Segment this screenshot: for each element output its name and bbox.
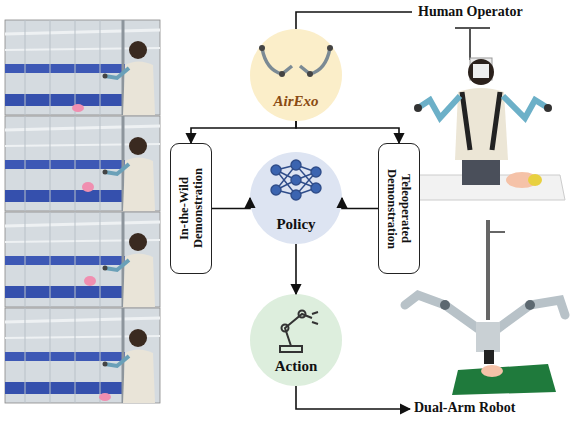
operator-photo-part [462,160,500,185]
flow-arrow [191,121,296,143]
source-box: In-the-Wild Demonstration [170,143,212,274]
side-label: Human Operator [418,4,523,20]
operator-photo-part [414,104,422,112]
exoskeleton-icon-part [279,71,285,77]
wild-photos-part [5,20,160,115]
operator-photo-part [503,96,548,118]
exoskeleton-icon-part [262,48,292,74]
leader-lines-part [296,386,410,409]
robot-photo-part [440,300,450,310]
operator-photo-part [544,104,552,112]
exoskeleton-icon-part [307,71,313,77]
robot-photo-part [476,322,500,352]
stage-label: AirExo [273,93,318,110]
exoskeleton-icon-part [259,45,265,51]
robot-arm-icon-part [312,312,318,324]
robot-arm-icon [280,311,318,353]
robot-photo-part [488,231,505,233]
network-icon-part [311,183,321,193]
stage-label: Action [275,358,318,375]
robot-arm-icon-part [299,311,306,318]
wild-photos-part [82,182,94,192]
network-icon-part [311,167,321,177]
operator-photo-part [418,96,460,118]
robot-photo [405,220,565,395]
wild-photos-part [99,393,111,401]
robot-arm-icon-part [282,325,289,332]
robot-photo-part [481,365,503,377]
operator-photo-part [528,174,542,186]
operator-photo [400,28,565,200]
source-box: Teleoperated Demonstration [378,143,420,274]
robot-photo-part [484,350,494,364]
operator-photo-part [455,88,508,160]
robot-arm-icon-part [285,314,312,346]
stage-label: Policy [276,216,315,233]
exoskeleton-icon [259,45,333,77]
wild-photos-part [5,212,160,307]
flow-arrow [296,121,399,143]
operator-photo-part [469,28,471,60]
robot-photo-part [405,295,480,330]
stage-circle: AirExo [250,29,342,121]
robot-photo-part [496,300,565,330]
robot-arm-icon-part [280,346,302,352]
flow-arrow [295,244,297,294]
wild-photos-part [5,116,160,211]
network-icon-part [291,160,301,170]
operator-photo-part [455,27,490,29]
wild-photos-part [5,308,160,403]
robot-photo-part [486,220,490,320]
side-label: Dual-Arm Robot [414,400,516,416]
robot-photo-part [452,364,556,395]
wild-photos [5,20,160,403]
exoskeleton-icon-part [300,48,330,74]
network-icon-part [271,185,281,195]
network-icon-part [291,190,301,200]
network-icon [271,160,321,200]
network-icon-part [291,175,301,185]
operator-photo-part [468,59,494,85]
wild-photos-part [72,104,84,112]
leader-lines-part [296,12,412,29]
stage-circle: Action [250,294,342,386]
robot-photo-part [525,300,535,310]
flow-arrow [212,198,250,209]
wild-photos-part [84,276,96,286]
network-icon-part [271,165,281,175]
flow-arrow [342,198,378,209]
source-label: Teleoperated Demonstration [385,147,413,270]
operator-photo-part [473,64,489,78]
source-label: In-the-Wild Demonstration [177,147,205,270]
exoskeleton-icon-part [327,45,333,51]
operator-photo-part [462,92,500,150]
